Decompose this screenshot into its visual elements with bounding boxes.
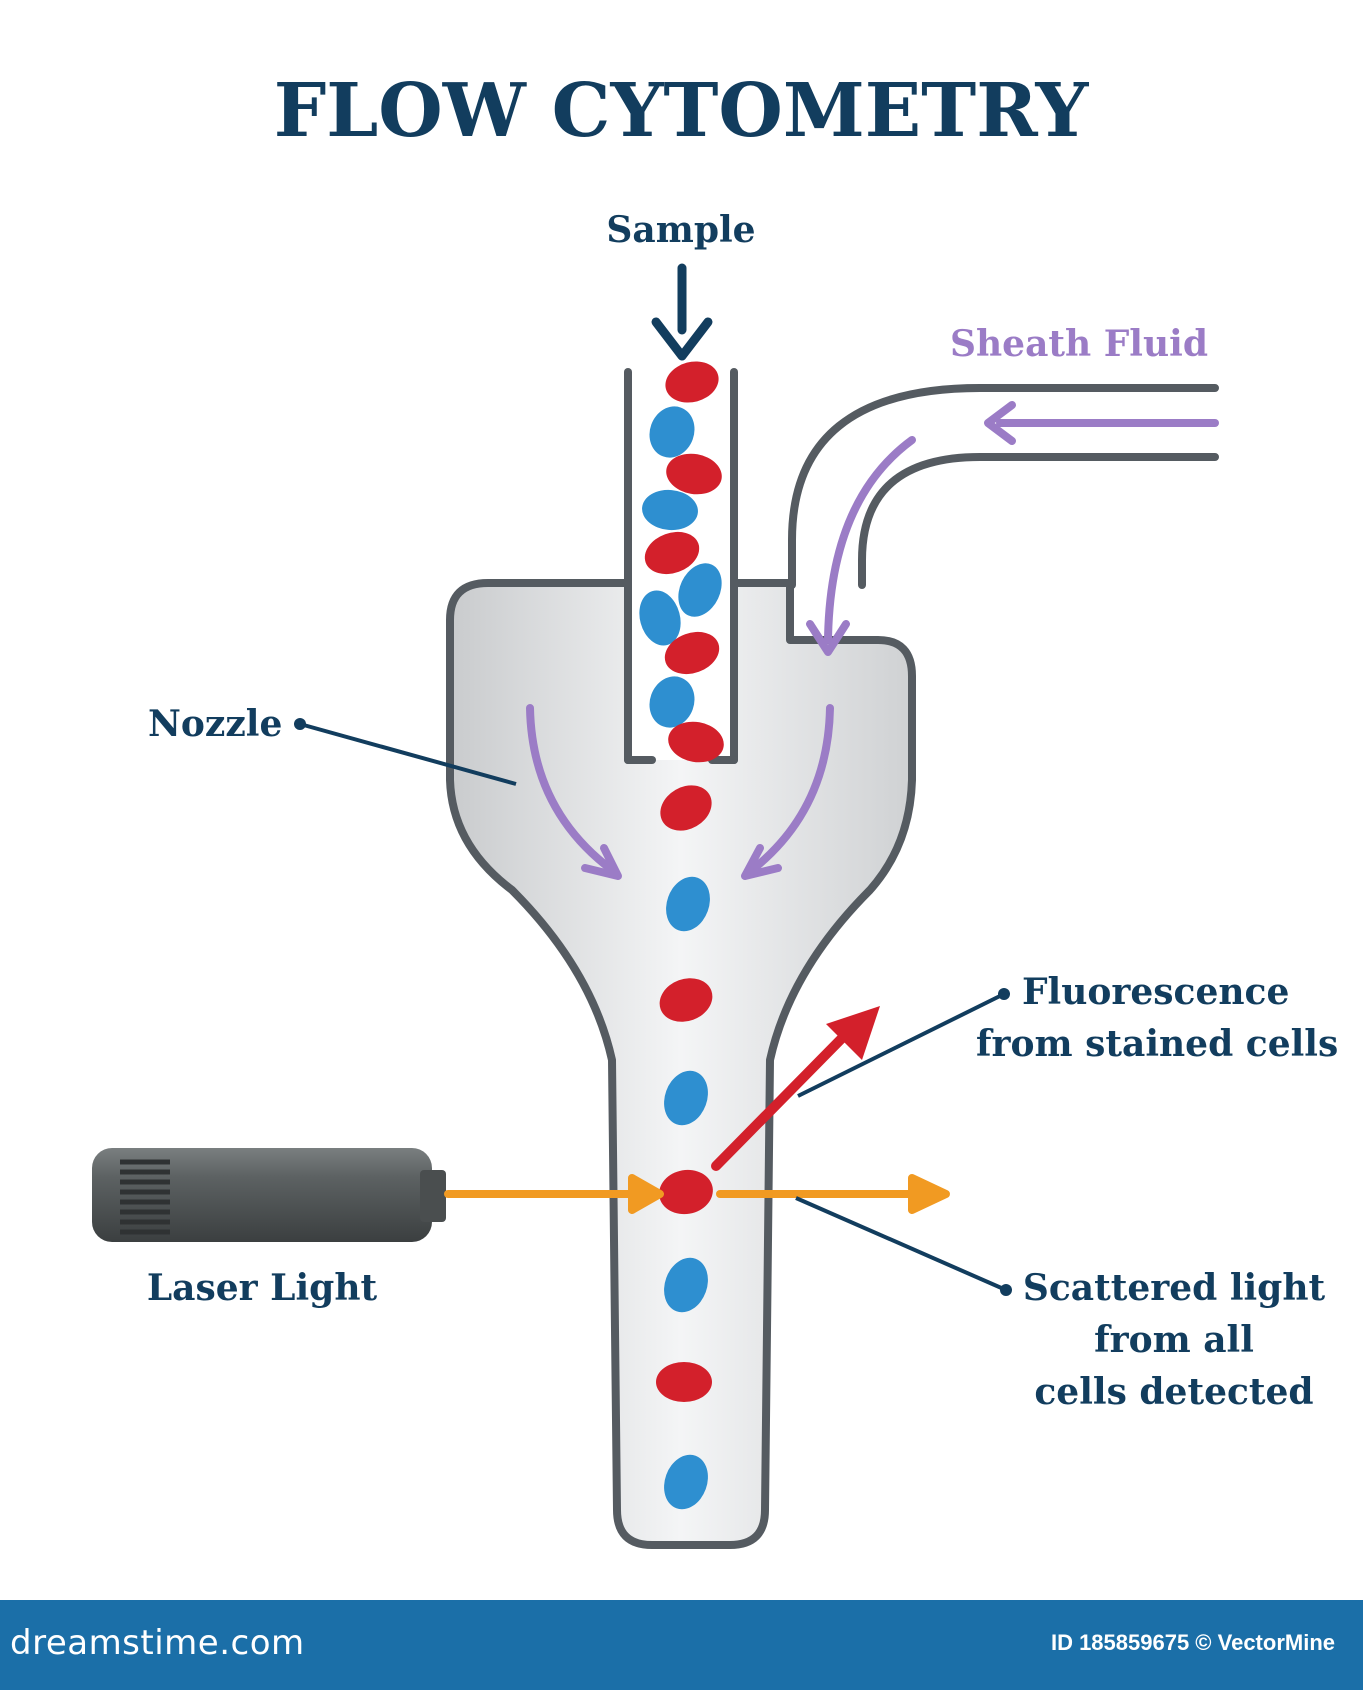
sample-label: Sample xyxy=(606,209,755,251)
blue-cell xyxy=(649,676,695,728)
laser-light-label: Laser Light xyxy=(147,1267,378,1309)
laser-device xyxy=(92,1148,446,1242)
scattered-leader xyxy=(795,1196,1012,1296)
blue-cell xyxy=(664,1454,708,1510)
blue-cell xyxy=(678,563,722,617)
fluorescence-leader xyxy=(797,988,1010,1098)
diagram-title: FLOW CYTOMETRY xyxy=(274,68,1090,154)
red-cell xyxy=(665,361,719,403)
scattered-label-line3: cells detected xyxy=(1034,1371,1313,1413)
red-cell xyxy=(656,1362,712,1402)
blue-cell xyxy=(639,590,681,646)
sample-arrow xyxy=(651,263,713,361)
blue-cell xyxy=(664,1257,708,1313)
scattered-label-line2: from all xyxy=(1094,1319,1254,1361)
fluorescence-arrow xyxy=(711,1006,880,1171)
nozzle-label: Nozzle xyxy=(148,703,282,745)
blue-cell xyxy=(649,406,695,458)
blue-cell xyxy=(664,1070,708,1126)
footer-bar xyxy=(0,1600,1363,1690)
sheath-flow-arrows xyxy=(526,401,1219,880)
red-cell xyxy=(644,531,700,575)
red-cell xyxy=(666,453,722,495)
fluorescence-label-line2: from stained cells xyxy=(976,1023,1338,1065)
red-cell xyxy=(659,1169,713,1215)
footer-image-id: ID 185859675 © VectorMine xyxy=(1050,1630,1335,1655)
red-cell xyxy=(668,721,724,763)
blue-cell xyxy=(666,876,710,932)
sheath-fluid-tube xyxy=(788,384,1219,589)
scattered-label-line1: Scattered light xyxy=(1023,1267,1326,1309)
blue-cell xyxy=(642,489,698,531)
cells xyxy=(639,361,724,1510)
laser-beam xyxy=(444,1174,950,1214)
sheath-fluid-label: Sheath Fluid xyxy=(950,323,1208,365)
red-cell xyxy=(664,631,720,675)
footer-site-logo[interactable]: dreamstime.com xyxy=(10,1623,305,1663)
nozzle-leader xyxy=(294,718,517,786)
red-cell xyxy=(659,978,713,1022)
fluorescence-label-line1: Fluorescence xyxy=(1022,971,1289,1013)
red-cell xyxy=(660,785,712,831)
